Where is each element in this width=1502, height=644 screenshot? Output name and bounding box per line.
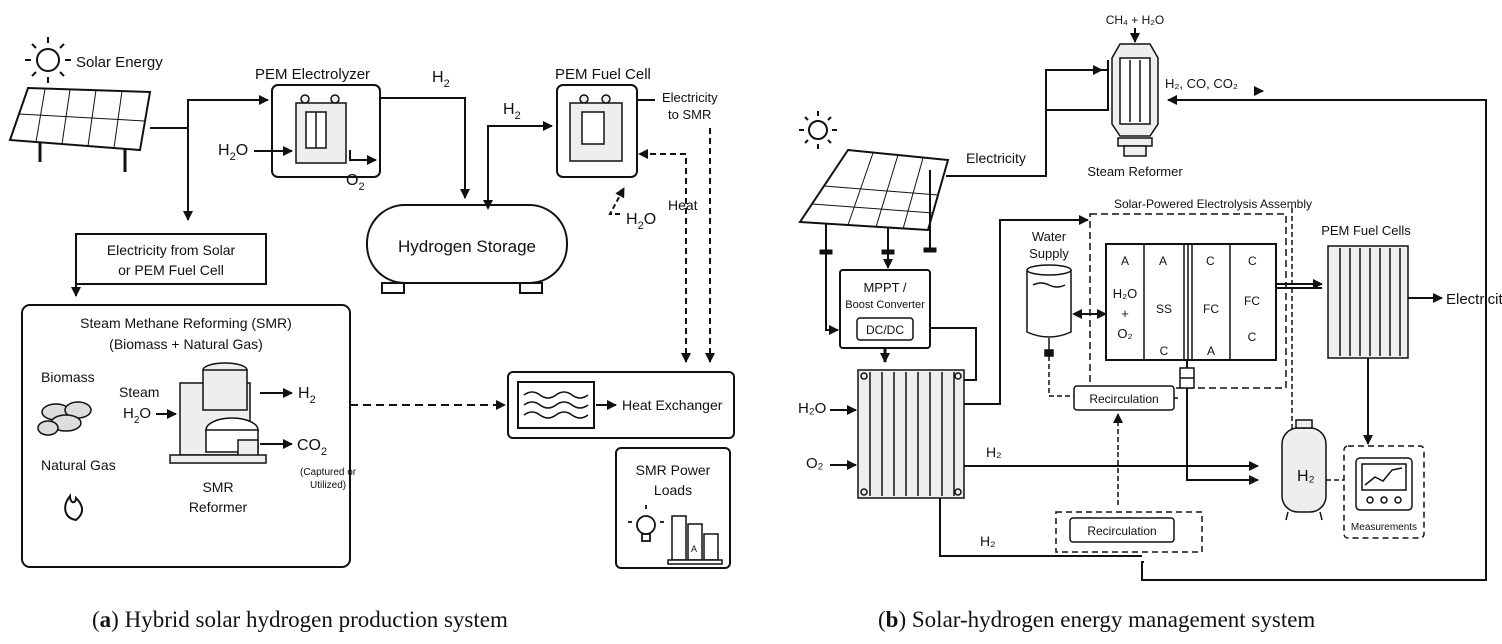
steam-h2o-label: H2O [123,405,151,426]
hydrogen-tank-icon [1281,419,1327,521]
cell-mid-label-1: H₂O [1113,286,1138,301]
fuel-cell-h2o-label: H2O [626,211,656,232]
dcdc-label: DC/DC [866,323,904,337]
steam-reformer-label: Steam Reformer [1087,164,1183,179]
bottom-a-label: A [1207,344,1215,358]
caption-a-text: Hybrid solar hydrogen production system [118,607,508,632]
water-supply-tank-icon [1026,264,1072,357]
bottom-c-label-1: C [1160,344,1169,358]
hydrogen-storage-label: Hydrogen Storage [398,237,536,256]
water-supply-label-2: Supply [1029,246,1069,261]
panel-b-diagram: CH₄ + H₂O H₂, CO, CO₂ Steam Reformer [798,13,1502,581]
pump-icon [1179,367,1195,389]
captured-label-2: Utilized) [310,480,346,491]
electricity-out-label: Electricity [1446,291,1502,308]
cell-mid-label-3: O₂ [1117,326,1132,341]
h2-line-label-1: H₂ [986,444,1002,460]
sun-icon [799,111,837,149]
solar-energy-label: Solar Energy [76,54,163,71]
smr-title-2: (Biomass + Natural Gas) [109,336,263,352]
assembly-title: Solar-Powered Electrolysis Assembly [1114,197,1312,211]
water-supply-label-1: Water [1032,229,1067,244]
electrolyzer-h2o-label: H2O [218,142,248,163]
biomass-icon [37,401,92,436]
panel-a-diagram: Solar Energy PEM Electrolyzer H2O O2 H2 … [8,37,735,569]
electrolyzer-h2-label: H2 [432,69,450,90]
steam-reformer-icon [1111,43,1159,157]
smr-power-loads-label-2: Loads [654,482,692,498]
electrolyzer-icon [295,94,347,164]
cell-label-2: A [1159,254,1167,268]
h2-line-label-2: H₂ [980,533,996,549]
solar-panel-icon [798,148,950,255]
recirculation-label-1: Recirculation [1089,392,1158,406]
caption-a-letter: a [99,607,112,632]
caption-b-letter: b [885,607,899,632]
cell-label-4: C [1248,254,1257,268]
ss-label: SS [1156,302,1172,316]
cell-mid-label-2: + [1121,306,1129,321]
steam-label: Steam [119,384,159,400]
pem-electrolyzer-label: PEM Electrolyzer [255,66,370,83]
electricity-to-smr-label-1: Electricity [662,90,718,105]
natural-gas-label: Natural Gas [41,457,116,473]
pem-fuel-cells-label: PEM Fuel Cells [1321,223,1411,238]
panel-a-hybrid-solar-hydrogen: Solar Energy PEM Electrolyzer H2O O2 H2 … [0,0,745,600]
mppt-label-2: Boost Converter [845,299,925,311]
electrolyzer-o2-label: O2 [346,172,365,193]
h2-tank-label: H₂ [1297,468,1315,485]
ch4-h2o-label: CH₄ + H₂O [1106,13,1165,27]
building-letter: A [691,544,697,554]
smr-reformer-icon [169,362,267,464]
lightbulb-icon [628,505,664,542]
recirculation-label-2: Recirculation [1087,524,1156,538]
heat-exchanger-label: Heat Exchanger [622,397,723,413]
fc-label-1: FC [1203,302,1219,316]
electricity-in-label: Electricity [966,150,1026,166]
fuel-cell-h2-label: H2 [503,101,521,122]
flame-icon [64,493,83,522]
caption-b: (b) Solar-hydrogen energy management sys… [878,607,1316,632]
cell-label-3: C [1206,254,1215,268]
smr-power-loads-label-1: SMR Power [636,462,711,478]
smr-co2-label: CO2 [297,437,327,458]
electricity-to-smr-label-2: to SMR [668,107,711,122]
fc-label-2: FC [1244,294,1260,308]
caption-a: (a) Hybrid solar hydrogen production sys… [92,607,508,632]
dcdc-box [856,317,914,341]
recirculation-box-2 [1069,517,1175,543]
electricity-source-label-1: Electricity from Solar [107,242,236,258]
smr-h2-label: H2 [298,385,316,406]
electrolyzer-stack-icon [857,369,965,499]
pem-fuel-cell-label: PEM Fuel Cell [555,66,651,83]
o2-in-label: O₂ [806,455,824,472]
solar-panel-icon [8,86,152,172]
smr-reformer-label-1: SMR [202,479,233,495]
captured-label-1: (Captured or [300,467,357,478]
biomass-label: Biomass [41,369,95,385]
recirculation-loop [1055,511,1203,553]
smr-reformer-label-2: Reformer [189,499,248,515]
sun-icon [25,37,71,83]
reformer-products-label: H₂, CO, CO₂ [1165,76,1238,91]
smr-title-1: Steam Methane Reforming (SMR) [80,315,292,331]
electrolysis-cell-block [1105,243,1277,361]
cell-label-1: A [1121,254,1129,268]
building-icon [667,515,723,565]
mppt-label-1: MPPT / [863,280,906,295]
measurements-label: Measurements [1351,522,1417,533]
hydrogen-storage-tank [366,204,568,284]
electricity-source-box [75,233,267,285]
bottom-c-label-2: C [1248,330,1257,344]
heat-label: Heat [668,197,698,213]
panel-b-energy-management: CH₄ + H₂O H₂, CO, CO₂ Steam Reformer [778,0,1502,600]
fuel-cell-icon [569,94,623,162]
electricity-source-label-2: or PEM Fuel Cell [118,262,224,278]
monitor-icon [1355,457,1413,511]
h2o-in-label: H₂O [798,400,826,417]
pem-fuel-cells-icon [1327,245,1409,359]
caption-b-text: Solar-hydrogen energy management system [906,607,1316,632]
